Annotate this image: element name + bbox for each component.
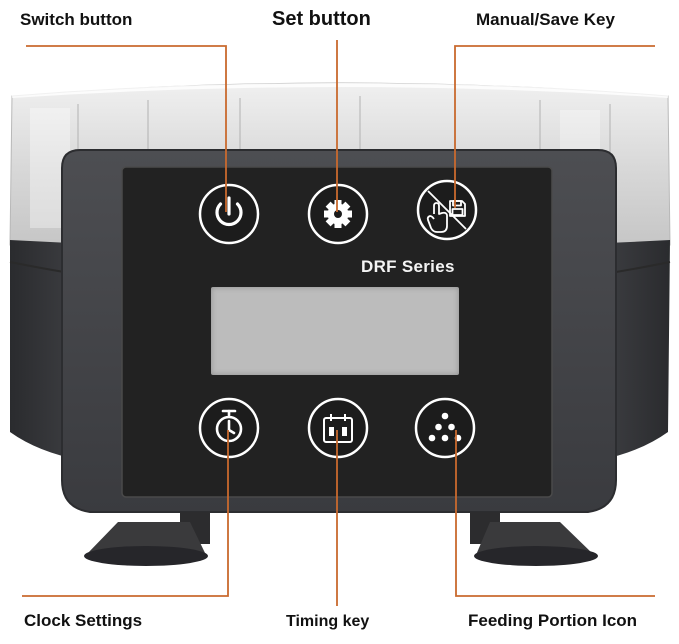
callout-feeding-portion-icon: Feeding Portion Icon: [468, 611, 638, 630]
leader-portion: [455, 430, 655, 597]
lcd-display: [211, 287, 459, 375]
timing-icon: [323, 414, 353, 443]
power-icon: [215, 196, 243, 227]
leader-switch: [26, 45, 227, 212]
callout-timing-key: Timing key: [286, 613, 370, 630]
leader-manual: [454, 45, 655, 208]
manual-save-icon: [426, 190, 467, 233]
clock-settings-button[interactable]: [198, 397, 260, 459]
set-button[interactable]: [307, 183, 369, 245]
callout-clock-settings: Clock Settings: [24, 611, 143, 630]
timing-button[interactable]: [307, 397, 369, 459]
clock-icon: [215, 409, 243, 443]
switch-button[interactable]: [198, 183, 260, 245]
leader-clock: [22, 430, 229, 597]
manual-save-button[interactable]: [416, 179, 478, 241]
feeding-portion-button[interactable]: [414, 397, 476, 459]
leader-lines: [22, 40, 655, 606]
feet: [84, 512, 598, 566]
gear-icon: [324, 200, 352, 228]
callout-set-button: Set button: [272, 8, 371, 30]
callout-switch-button: Switch button: [20, 10, 133, 29]
series-label: DRF Series: [361, 257, 455, 276]
callout-manual-save-key: Manual/Save Key: [476, 10, 615, 29]
